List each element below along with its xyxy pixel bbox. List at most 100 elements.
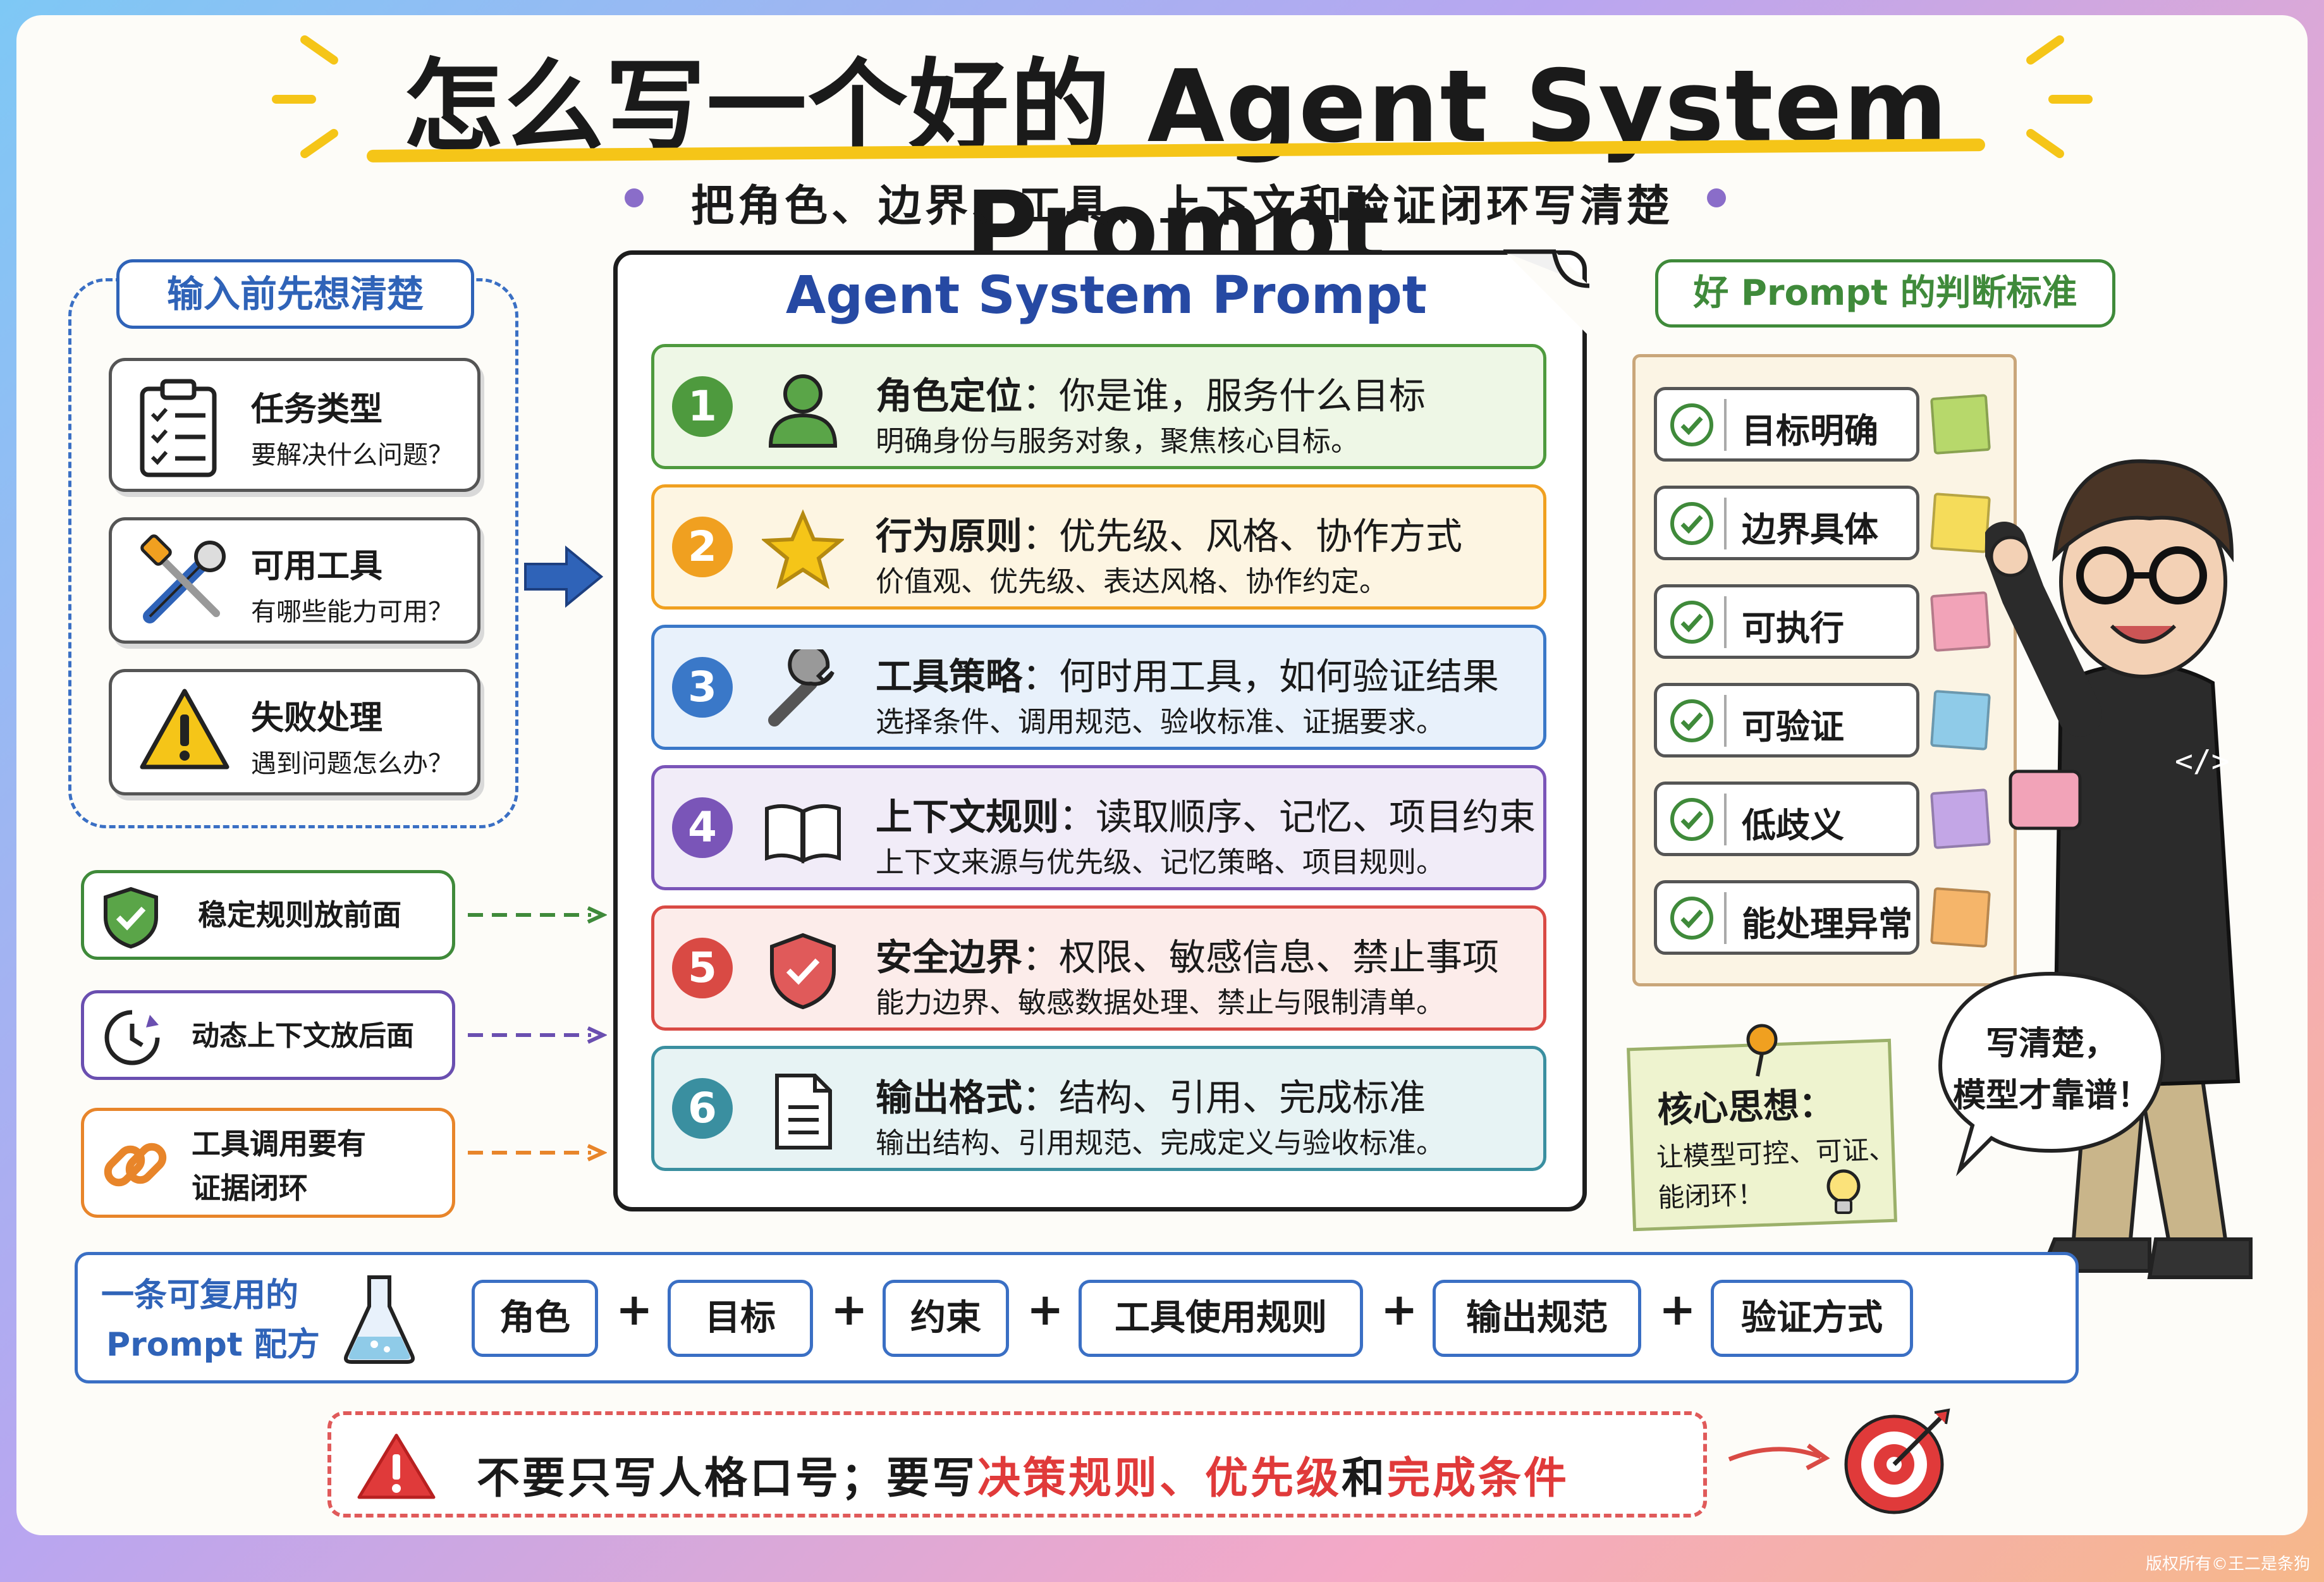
formula-label-line1: 一条可复用的 bbox=[101, 1277, 299, 1315]
section-number: 6 bbox=[672, 1078, 733, 1139]
section-desc: 输出结构、引用规范、完成定义与验收标准。 bbox=[876, 1126, 1445, 1160]
plus-sign: + bbox=[1381, 1284, 1418, 1335]
criterion-item: 可验证 bbox=[1654, 683, 1919, 757]
section-label: 上下文规则 bbox=[876, 795, 1060, 838]
section-label: 安全边界 bbox=[876, 936, 1023, 979]
person-icon bbox=[762, 369, 844, 451]
sticky-note bbox=[1930, 788, 1991, 850]
warning-icon bbox=[140, 689, 229, 770]
formula-part: 角色 bbox=[472, 1280, 598, 1357]
section-label: 行为原则 bbox=[876, 515, 1023, 558]
lightbulb-icon bbox=[1826, 1169, 1861, 1214]
card-available-tools: 可用工具 有哪些能力可用？ bbox=[109, 517, 480, 644]
svg-text:</>: </> bbox=[2175, 744, 2230, 779]
section-label: 输出格式 bbox=[876, 1076, 1023, 1119]
check-circle-icon bbox=[1670, 601, 1713, 644]
check-circle-icon bbox=[1670, 403, 1713, 446]
section-heading: 行为原则：优先级、风格、协作方式 bbox=[876, 506, 1462, 560]
subtitle-dot bbox=[625, 188, 644, 207]
formula-part: 目标 bbox=[668, 1280, 813, 1357]
criterion-text: 低歧义 bbox=[1742, 806, 1844, 845]
check-circle-icon bbox=[1670, 699, 1713, 742]
section-label: 工具策略 bbox=[876, 655, 1023, 698]
pushpin-icon bbox=[1746, 1024, 1778, 1077]
rule-text: 稳定规则放前面 bbox=[198, 898, 401, 932]
warning-part1: 不要只写人格口号；要写 bbox=[477, 1454, 978, 1504]
criteria-title: 好 Prompt 的判断标准 bbox=[1655, 259, 2115, 328]
speech-bubble bbox=[1938, 971, 2165, 1176]
section-heading: 工具策略：何时用工具，如何验证结果 bbox=[876, 647, 1499, 700]
rule-tool-evidence: 工具调用要有 证据闭环 bbox=[81, 1108, 455, 1218]
warning-part3: 和 bbox=[1342, 1454, 1388, 1504]
core-line2: 能闭环！ bbox=[1657, 1178, 1765, 1213]
tools-icon bbox=[140, 534, 226, 623]
section-heading-rest: ：结构、引用、完成标准 bbox=[1022, 1076, 1426, 1119]
section-number: 5 bbox=[672, 938, 733, 998]
rule-stable-first: 稳定规则放前面 bbox=[81, 870, 455, 960]
criterion-divider bbox=[1724, 695, 1727, 747]
section-number: 4 bbox=[672, 797, 733, 858]
page-curl bbox=[1503, 249, 1590, 336]
section-heading-rest: ：你是谁，服务什么目标 bbox=[1022, 374, 1426, 417]
check-circle-icon bbox=[1670, 897, 1713, 940]
section-desc: 明确身份与服务对象，聚焦核心目标。 bbox=[876, 424, 1360, 458]
prompt-section-6: 6 输出格式：结构、引用、完成标准输出结构、引用规范、完成定义与验收标准。 bbox=[651, 1046, 1546, 1171]
criterion-divider bbox=[1724, 498, 1727, 549]
criterion-item: 目标明确 bbox=[1654, 387, 1919, 462]
plus-sign: + bbox=[1027, 1284, 1064, 1335]
criterion-text: 目标明确 bbox=[1742, 411, 1878, 451]
criterion-item: 可执行 bbox=[1654, 584, 1919, 659]
criterion-divider bbox=[1724, 596, 1727, 648]
wrench-icon bbox=[762, 644, 844, 732]
formula-label-line2: Prompt 配方 bbox=[106, 1326, 320, 1364]
section-desc: 上下文来源与优先级、记忆策略、项目规则。 bbox=[876, 845, 1445, 879]
speech-line1: 写清楚， bbox=[1985, 1025, 2117, 1063]
card-heading: 失败处理 bbox=[251, 699, 383, 737]
check-circle-icon bbox=[1670, 502, 1713, 545]
section-heading-rest: ：读取顺序、记忆、项目约束 bbox=[1059, 795, 1536, 838]
card-heading: 任务类型 bbox=[251, 391, 383, 429]
criterion-item: 能处理异常 bbox=[1654, 880, 1919, 955]
input-considerations-title: 输入前先想清楚 bbox=[116, 259, 474, 329]
sticky-note bbox=[1930, 393, 1991, 455]
criterion-item: 低歧义 bbox=[1654, 782, 1919, 856]
rule-text-line1: 工具调用要有 bbox=[192, 1127, 366, 1161]
criterion-divider bbox=[1724, 794, 1727, 845]
warning-banner: 不要只写人格口号；要写决策规则、优先级和完成条件 bbox=[327, 1411, 1707, 1518]
document-icon bbox=[762, 1070, 844, 1153]
rule-text-line2: 证据闭环 bbox=[192, 1171, 308, 1205]
plus-sign: + bbox=[1659, 1284, 1696, 1335]
chain-link-icon bbox=[104, 1143, 167, 1187]
formula-part: 输出规范 bbox=[1433, 1280, 1641, 1357]
clock-icon bbox=[104, 1010, 160, 1065]
book-icon bbox=[762, 790, 844, 872]
arrow-to-target bbox=[1728, 1444, 1830, 1471]
title-ray bbox=[2048, 95, 2093, 104]
card-task-type: 任务类型 要解决什么问题？ bbox=[109, 358, 480, 492]
formula-part: 工具使用规则 bbox=[1079, 1280, 1363, 1357]
warning-text: 不要只写人格口号；要写决策规则、优先级和完成条件 bbox=[477, 1443, 1569, 1505]
shield-icon bbox=[762, 930, 844, 1012]
dashed-arrow bbox=[468, 906, 607, 924]
section-heading-rest: ：何时用工具，如何验证结果 bbox=[1022, 655, 1500, 698]
section-label: 角色定位 bbox=[876, 374, 1023, 417]
criterion-text: 可验证 bbox=[1742, 707, 1844, 747]
clipboard-checklist-icon bbox=[140, 379, 217, 477]
warning-icon bbox=[357, 1433, 436, 1499]
card-sub: 要解决什么问题？ bbox=[251, 441, 453, 470]
sticky-note bbox=[1930, 689, 1991, 751]
section-desc: 能力边界、敏感数据处理、禁止与限制清单。 bbox=[876, 986, 1445, 1019]
section-heading-rest: ：优先级、风格、协作方式 bbox=[1022, 515, 1463, 558]
section-desc: 价值观、优先级、表达风格、协作约定。 bbox=[876, 565, 1388, 598]
plus-sign: + bbox=[616, 1284, 653, 1335]
formula-part: 约束 bbox=[883, 1280, 1009, 1357]
criterion-divider bbox=[1724, 892, 1727, 944]
sticky-note bbox=[1930, 886, 1991, 948]
check-circle-icon bbox=[1670, 798, 1713, 841]
criterion-text: 可执行 bbox=[1742, 608, 1844, 648]
document-title: Agent System Prompt bbox=[785, 266, 1428, 326]
criterion-divider bbox=[1724, 399, 1727, 451]
